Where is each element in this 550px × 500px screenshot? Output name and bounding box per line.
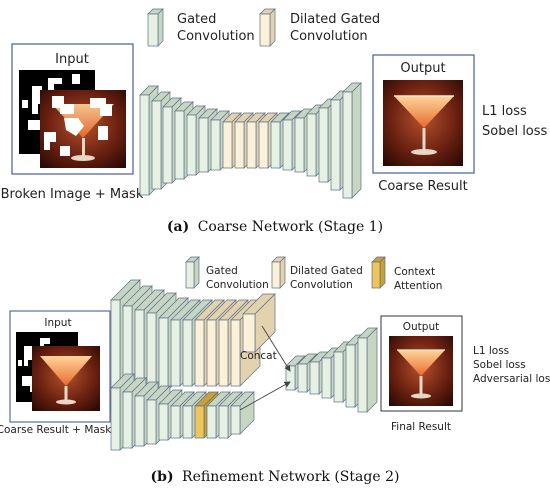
stage1-caption: (a) Coarse Network (Stage 1) (167, 219, 383, 235)
stage1-input-title: Input (55, 52, 89, 67)
legend2-context-line1: Context (394, 266, 435, 278)
stage1-broken-image (40, 90, 126, 168)
stage1-output-panel: Output Coarse Result (372, 54, 475, 194)
concat-arrow-top (261, 325, 291, 372)
stage2-input-panel: Input Coarse Result + Mask (0, 310, 112, 436)
legend2-gated-swatch-shape (185, 256, 200, 289)
stage1-loss-sobel: Sobel loss (482, 124, 548, 139)
legend-dilated-swatch-shape (259, 8, 276, 47)
stage1-caption-letter: (a) (167, 219, 189, 235)
stage2-caption-text: Refinement Network (Stage 2) (182, 469, 399, 485)
stage2-top-layer-12 (242, 293, 276, 353)
stage2-output-title: Output (403, 321, 439, 333)
legend-dilated-line2: Convolution (290, 29, 368, 44)
stage1-input-caption: Broken Image + Mask (1, 187, 144, 202)
legend2-dilated-swatch (271, 256, 286, 289)
concat-arrow-bottom (239, 381, 291, 411)
concat-label: Concat (240, 350, 277, 362)
stage2-output-image (389, 336, 453, 406)
stage1-layer-18 (342, 82, 362, 199)
stage2-caption-letter: (b) (151, 469, 174, 485)
stage2-output-panel: Output Final Result (380, 315, 463, 433)
stage2-input-caption: Coarse Result + Mask (0, 424, 112, 436)
legend2-gated-line1: Gated (206, 265, 238, 277)
legend2-context-swatch (371, 256, 386, 289)
legend-gated-swatch (147, 8, 164, 47)
legend2-gated-line2: Convolution (206, 279, 269, 291)
legend2-dilated-label: Dilated Gated Convolution (290, 265, 366, 291)
legend2-dilated-line2: Convolution (290, 279, 353, 291)
stage1-network (139, 82, 362, 199)
stage2-caption: (b) Refinement Network (Stage 2) (151, 469, 400, 485)
legend2-dilated-swatch-shape (271, 256, 286, 289)
legend-gated-label: Gated Convolution (177, 12, 255, 44)
stage2-loss-adversarial: Adversarial loss (473, 373, 550, 385)
stage2-network (110, 279, 378, 451)
stage2-output-caption: Final Result (391, 421, 451, 433)
legend-gated-line1: Gated (177, 12, 216, 27)
stage2-input-title: Input (44, 317, 71, 329)
stage2-bottom-layer-11 (230, 391, 255, 435)
legend2-dilated-line1: Dilated Gated (290, 265, 363, 277)
legend-gated-line2: Convolution (177, 29, 255, 44)
stage1-loss-l1: L1 loss (482, 104, 527, 119)
stage2-coarse-image (32, 346, 100, 411)
stage2-loss-sobel: Sobel loss (473, 359, 526, 371)
legend-bottom: Gated Convolution Dilated Gated Convolut… (185, 256, 442, 292)
stage1-output-caption: Coarse Result (378, 179, 467, 194)
legend2-context-line2: Attention (394, 280, 442, 292)
stage1-output-title: Output (400, 61, 445, 76)
legend-dilated-line1: Dilated Gated (290, 12, 380, 27)
legend2-context-swatch-shape (371, 256, 386, 289)
legend2-gated-label: Gated Convolution (206, 265, 269, 291)
stage1-input-panel: Input Broken Image + Mask (1, 43, 144, 202)
legend-top: Gated Convolution Dilated Gated Convolut… (147, 8, 384, 47)
legend-dilated-label: Dilated Gated Convolution (290, 12, 384, 44)
legend2-context-label: Context Attention (394, 266, 442, 292)
stage2-loss-l1: L1 loss (473, 345, 509, 357)
legend-dilated-swatch (259, 8, 276, 47)
legend-gated-swatch-shape (147, 8, 164, 47)
legend2-gated-swatch (185, 256, 200, 289)
stage1-output-image (383, 80, 463, 166)
stage1-caption-text: Coarse Network (Stage 1) (198, 219, 383, 235)
stage2-decoder-layer-7 (357, 327, 378, 413)
